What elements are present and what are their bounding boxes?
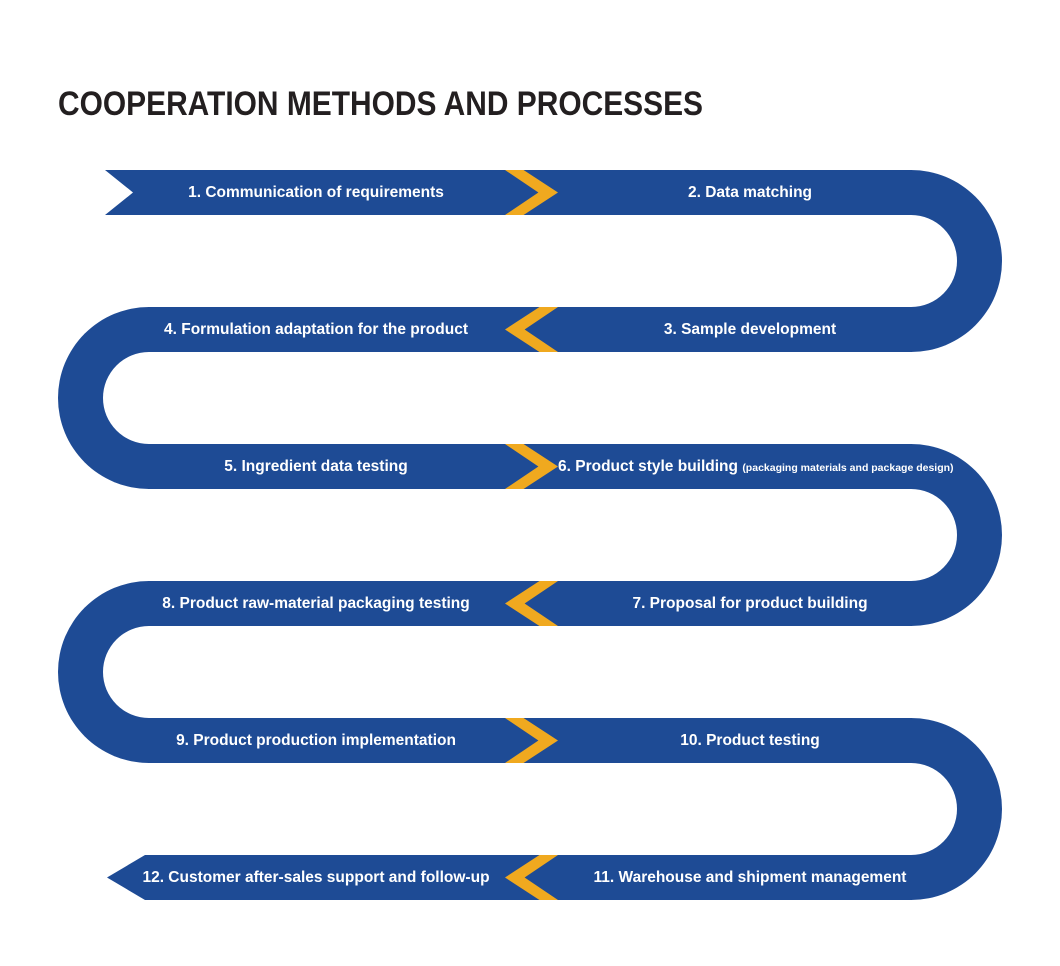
step-label-11: 11. Warehouse and shipment management xyxy=(593,869,907,886)
step-label-7: 7. Proposal for product building xyxy=(632,595,868,612)
step-label-10: 10. Product testing xyxy=(680,732,820,749)
step-label-1: 1. Communication of requirements xyxy=(188,184,444,201)
step-label-3: 3. Sample development xyxy=(663,321,837,338)
step-label-4: 4. Formulation adaptation for the produc… xyxy=(164,321,468,338)
step-label-8: 8. Product raw-material packaging testin… xyxy=(162,595,470,612)
step-label-2: 2. Data matching xyxy=(687,184,813,201)
step-label-5: 5. Ingredient data testing xyxy=(224,458,408,475)
step-label-6-note: (packaging materials and package design) xyxy=(742,462,954,474)
step-label-9: 9. Product production implementation xyxy=(176,732,456,749)
page-title: COOPERATION METHODS AND PROCESSES xyxy=(58,84,704,123)
step-label-6-main: 6. Product style building xyxy=(558,458,738,475)
step-label-12: 12. Customer after-sales support and fol… xyxy=(142,869,490,886)
flow-band-row-1 xyxy=(105,170,912,215)
step-label-6: 6. Product style building (packaging mat… xyxy=(558,444,954,489)
